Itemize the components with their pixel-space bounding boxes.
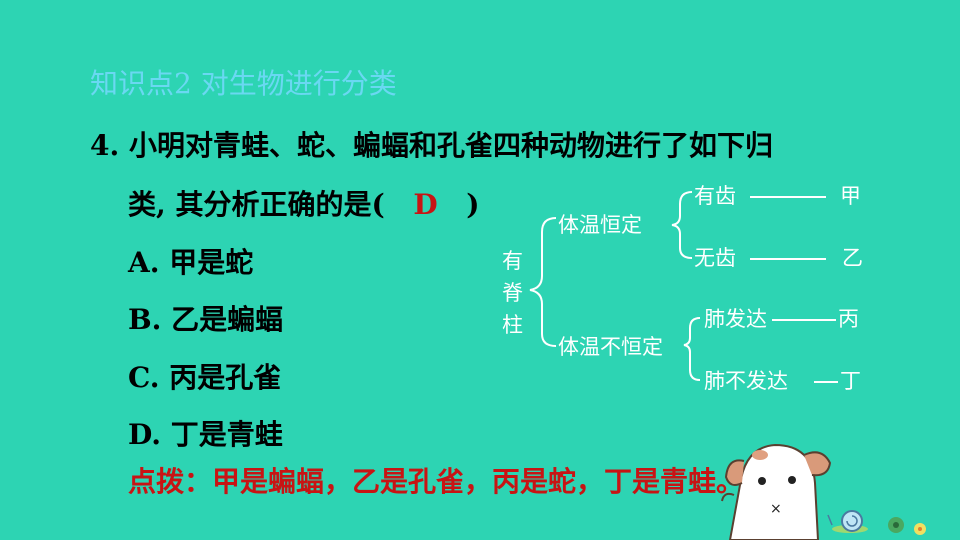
snail-icon <box>827 510 868 533</box>
leaf-4-condition: 肺不发达 <box>704 369 788 393</box>
leaf-3-result: 丙 <box>838 307 859 331</box>
option-d: D. 丁是青蛙 <box>128 418 283 451</box>
svg-text:×: × <box>770 501 782 517</box>
leaf-2-result: 乙 <box>842 246 863 270</box>
branch-bottom-label: 体温不恒定 <box>558 335 663 359</box>
question-line-2: 类, 其分析正确的是( D ) <box>128 183 480 223</box>
diagram-root-char-3: 柱 <box>502 313 523 337</box>
section-title: 知识点2 对生物进行分类 <box>90 67 397 100</box>
top-sub-brace <box>671 191 693 259</box>
bottom-sub-brace <box>683 317 701 381</box>
question-prefix: 类, 其分析正确的是( <box>128 188 385 221</box>
question-line-1: 4. 小明对青蛙、蛇、蝙蝠和孔雀四种动物进行了如下归 <box>90 129 773 162</box>
leaf-3-condition: 肺发达 <box>704 307 767 331</box>
hint-text: 点拨：甲是蝙蝠，乙是孔雀，丙是蛇，丁是青蛙。 <box>128 465 745 498</box>
option-b: B. 乙是蝙蝠 <box>128 303 284 336</box>
leaf-4-result: 丁 <box>840 369 861 393</box>
option-c: C. 丙是孔雀 <box>128 361 282 394</box>
diagram-root-char-2: 脊 <box>502 281 523 305</box>
question-suffix: ) <box>466 188 480 221</box>
answer-text: D <box>413 188 438 221</box>
leaf-1-condition: 有齿 <box>694 184 736 208</box>
option-a: A. 甲是蛇 <box>128 246 254 279</box>
branch-top-label: 体温恒定 <box>558 213 642 237</box>
leaf-2-condition: 无齿 <box>694 246 736 270</box>
dog-mascot-icon: × <box>721 443 832 540</box>
mascot-illustration: × <box>721 443 926 540</box>
main-brace <box>529 217 557 347</box>
leaf-1-result: 甲 <box>840 184 861 208</box>
flower-icon <box>888 517 926 535</box>
diagram-root-char-1: 有 <box>502 249 523 273</box>
